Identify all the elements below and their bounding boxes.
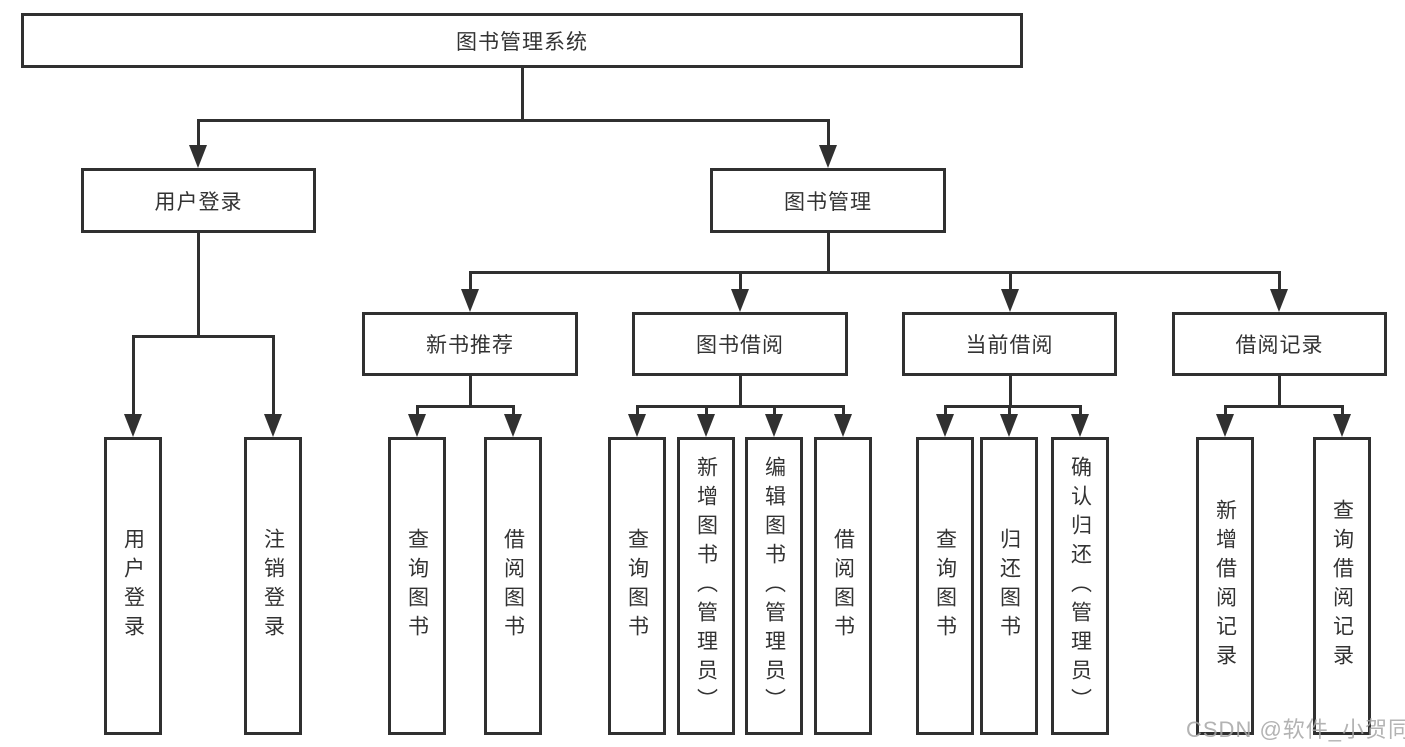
leaf-borrow-books: 借阅图书 — [814, 437, 872, 735]
leaf-query-books-current: 查询图书 — [916, 437, 974, 735]
connector-stem — [943, 406, 947, 416]
connector-stem — [738, 272, 742, 290]
arrow-down-icon — [834, 414, 852, 437]
connector-stem — [1223, 406, 1227, 416]
arrow-down-icon — [124, 414, 142, 437]
connector-stub — [1008, 376, 1012, 407]
arrow-down-icon — [1216, 414, 1234, 437]
leaf-confirm-return-admin: 确认归还（管理员） — [1051, 437, 1109, 735]
arrow-down-icon — [697, 414, 715, 437]
connector-stem — [841, 406, 845, 416]
leaf-label: 用户登录 — [121, 528, 145, 644]
leaf-label: 借阅图书 — [831, 528, 855, 644]
connector-stem — [704, 406, 708, 416]
node-borrow-record: 借阅记录 — [1172, 312, 1387, 376]
connector-stem — [271, 336, 275, 415]
leaf-label: 归还图书 — [997, 528, 1021, 644]
connector-stem — [1007, 406, 1011, 416]
node-book-management: 图书管理 — [710, 168, 946, 233]
connector-records-rail — [1223, 404, 1344, 408]
node-label: 借阅记录 — [1235, 334, 1324, 357]
node-label: 当前借阅 — [965, 334, 1054, 357]
node-label: 用户登录 — [154, 190, 243, 214]
leaf-add-borrow-record: 新增借阅记录 — [1196, 437, 1254, 735]
connector-stub — [1277, 376, 1281, 407]
leaf-label: 新增借阅记录 — [1213, 499, 1237, 673]
arrow-down-icon — [819, 145, 837, 168]
arrow-down-icon — [189, 145, 207, 168]
leaf-label: 借阅图书 — [501, 528, 525, 644]
arrow-down-icon — [1000, 414, 1018, 437]
leaf-label: 编辑图书（管理员） — [762, 455, 786, 717]
arrow-down-icon — [408, 414, 426, 437]
leaf-label: 查询图书 — [625, 528, 649, 644]
connector-user-login-stub — [196, 233, 200, 337]
node-label: 新书推荐 — [426, 334, 514, 357]
node-root: 图书管理系统 — [21, 13, 1023, 68]
connector-stem — [1008, 272, 1012, 290]
leaf-edit-books-admin: 编辑图书（管理员） — [745, 437, 803, 735]
arrow-down-icon — [1333, 414, 1351, 437]
leaf-query-books-borrow: 查询图书 — [608, 437, 666, 735]
leaf-return-books: 归还图书 — [980, 437, 1038, 735]
csdn-watermark: CSDN @软件_小贺同学 — [1186, 717, 1405, 742]
connector-stem — [196, 120, 200, 146]
leaf-borrow-books-newbooks: 借阅图书 — [484, 437, 542, 735]
connector-stem — [1340, 406, 1344, 416]
leaf-logout: 注销登录 — [244, 437, 302, 735]
node-label: 图书借阅 — [696, 334, 784, 357]
node-label: 图书管理 — [784, 190, 872, 214]
connector-stem — [1277, 272, 1281, 290]
arrow-down-icon — [461, 289, 479, 312]
connector-book-mgmt-stub — [826, 233, 830, 273]
leaf-user-login: 用户登录 — [104, 437, 162, 735]
leaf-label: 注销登录 — [261, 528, 285, 644]
leaf-label: 查询图书 — [405, 528, 429, 644]
connector-stem — [511, 406, 515, 416]
connector-stub — [738, 376, 742, 407]
arrow-down-icon — [731, 289, 749, 312]
connector-stub — [468, 376, 472, 407]
arrow-down-icon — [504, 414, 522, 437]
connector-stem — [415, 406, 419, 416]
node-current-borrow: 当前借阅 — [902, 312, 1117, 376]
connector-currentborrow-rail — [943, 404, 1082, 408]
connector-stem — [131, 336, 135, 415]
connector-stem — [635, 406, 639, 416]
leaf-label: 新增图书（管理员） — [694, 455, 718, 717]
arrow-down-icon — [1270, 289, 1288, 312]
connector-root-stub — [520, 68, 524, 120]
connector-user-login-rail — [131, 334, 275, 338]
connector-stem — [826, 120, 830, 146]
leaf-add-books-admin: 新增图书（管理员） — [677, 437, 735, 735]
connector-stem — [772, 406, 776, 416]
arrow-down-icon — [264, 414, 282, 437]
node-new-book-recommend: 新书推荐 — [362, 312, 578, 376]
node-user-login: 用户登录 — [81, 168, 316, 233]
node-root-label: 图书管理系统 — [456, 30, 588, 54]
connector-level2-rail — [196, 118, 830, 122]
connector-level3-rail — [468, 270, 1281, 274]
leaf-label: 确认归还（管理员） — [1068, 455, 1092, 717]
arrow-down-icon — [936, 414, 954, 437]
connector-newbooks-rail — [415, 404, 515, 408]
leaf-label: 查询借阅记录 — [1330, 499, 1354, 673]
node-book-borrow: 图书借阅 — [632, 312, 848, 376]
leaf-query-borrow-record: 查询借阅记录 — [1313, 437, 1371, 735]
leaf-query-books-newbooks: 查询图书 — [388, 437, 446, 735]
arrow-down-icon — [1001, 289, 1019, 312]
leaf-label: 查询图书 — [933, 528, 957, 644]
arrow-down-icon — [628, 414, 646, 437]
connector-stem — [1078, 406, 1082, 416]
connector-bookborrow-rail — [635, 404, 845, 408]
arrow-down-icon — [765, 414, 783, 437]
arrow-down-icon — [1071, 414, 1089, 437]
connector-stem — [468, 272, 472, 290]
